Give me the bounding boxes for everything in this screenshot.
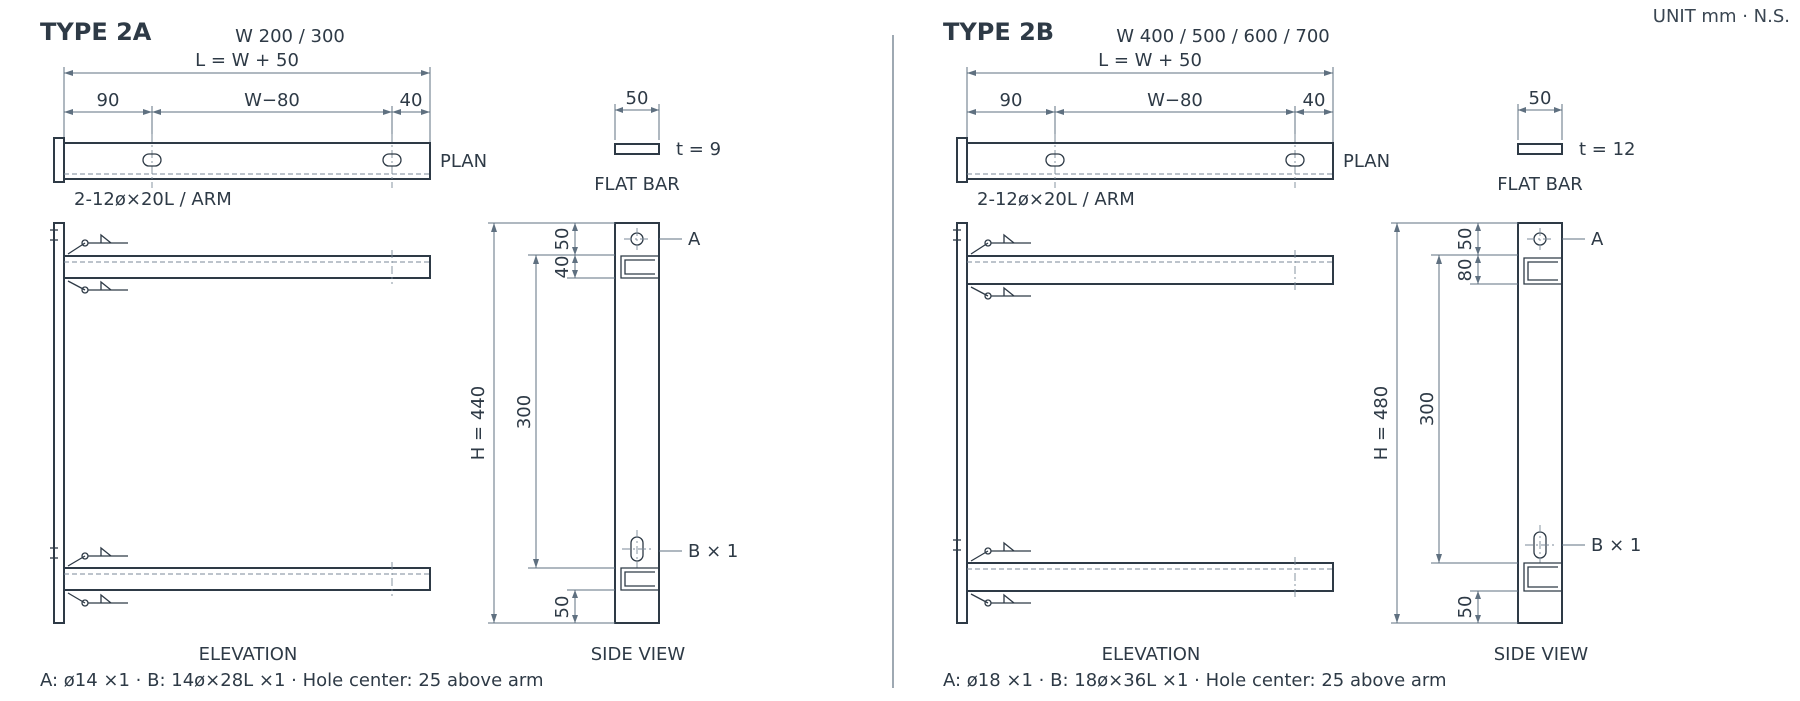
plan-label: PLAN: [1343, 151, 1390, 172]
elevation-view: [50, 222, 431, 624]
side-view: [488, 222, 682, 624]
side-view-label: SIDE VIEW: [591, 644, 686, 665]
pitch-dim: 300: [514, 395, 535, 429]
plan-dimensions: [63, 67, 431, 142]
panel-type-2a: TYPE 2A W 200 / 300 L = W + 50 90 W−80 4…: [40, 18, 738, 691]
flat-bar-label: FLAT BAR: [594, 174, 680, 195]
dim-right: 40: [400, 90, 423, 111]
slot-note: 2-12ø×20L / ARM: [977, 189, 1135, 210]
plan-view: [53, 134, 431, 188]
elevation-label: ELEVATION: [199, 644, 298, 665]
plan-view: [956, 134, 1334, 188]
flat-bar-label: FLAT BAR: [1497, 174, 1583, 195]
arm-depth-dim: 80: [1455, 259, 1476, 282]
side-view: [1391, 222, 1585, 624]
hole-a-label: A: [688, 229, 701, 250]
pitch-dim: 300: [1417, 392, 1438, 426]
hole-b-label: B × 1: [1591, 535, 1641, 556]
unit-note: UNIT mm · N.S.: [1653, 6, 1790, 27]
flat-bar-thickness: t = 12: [1579, 139, 1636, 160]
footnote: A: ø18 ×1 · B: 18ø×36L ×1 · Hole center:…: [943, 670, 1447, 691]
footnote: A: ø14 ×1 · B: 14ø×28L ×1 · Hole center:…: [40, 670, 544, 691]
width-options: W 200 / 300: [235, 26, 345, 47]
flat-bar-width: 50: [1529, 88, 1552, 109]
length-formula: L = W + 50: [195, 50, 299, 71]
height-dim: H = 480: [1371, 386, 1392, 460]
dim-left: 90: [1000, 90, 1023, 111]
dim-left: 90: [97, 90, 120, 111]
elevation-label: ELEVATION: [1102, 644, 1201, 665]
hole-a-label: A: [1591, 229, 1604, 250]
flat-bar-width: 50: [626, 88, 649, 109]
top-dim: 50: [1455, 228, 1476, 251]
flat-bar-section: [1517, 104, 1563, 155]
panel-title: TYPE 2B: [943, 18, 1054, 46]
width-options: W 400 / 500 / 600 / 700: [1116, 26, 1329, 47]
bottom-dim: 50: [1455, 596, 1476, 619]
dim-right: 40: [1303, 90, 1326, 111]
plan-dimensions: [966, 67, 1334, 142]
dim-middle: W−80: [244, 90, 300, 111]
hole-b-label: B × 1: [688, 541, 738, 562]
top-dim: 50: [552, 228, 573, 251]
panel-type-2b: TYPE 2B W 400 / 500 / 600 / 700 L = W + …: [943, 18, 1641, 691]
plan-label: PLAN: [440, 151, 487, 172]
panel-title: TYPE 2A: [40, 18, 152, 46]
dim-middle: W−80: [1147, 90, 1203, 111]
bottom-dim: 50: [552, 596, 573, 619]
elevation-view: [953, 222, 1334, 624]
slot-note: 2-12ø×20L / ARM: [74, 189, 232, 210]
length-formula: L = W + 50: [1098, 50, 1202, 71]
height-dim: H = 440: [468, 386, 489, 460]
flat-bar-section: [614, 104, 660, 155]
side-view-label: SIDE VIEW: [1494, 644, 1589, 665]
flat-bar-thickness: t = 9: [676, 139, 721, 160]
arm-depth-dim: 40: [552, 256, 573, 279]
